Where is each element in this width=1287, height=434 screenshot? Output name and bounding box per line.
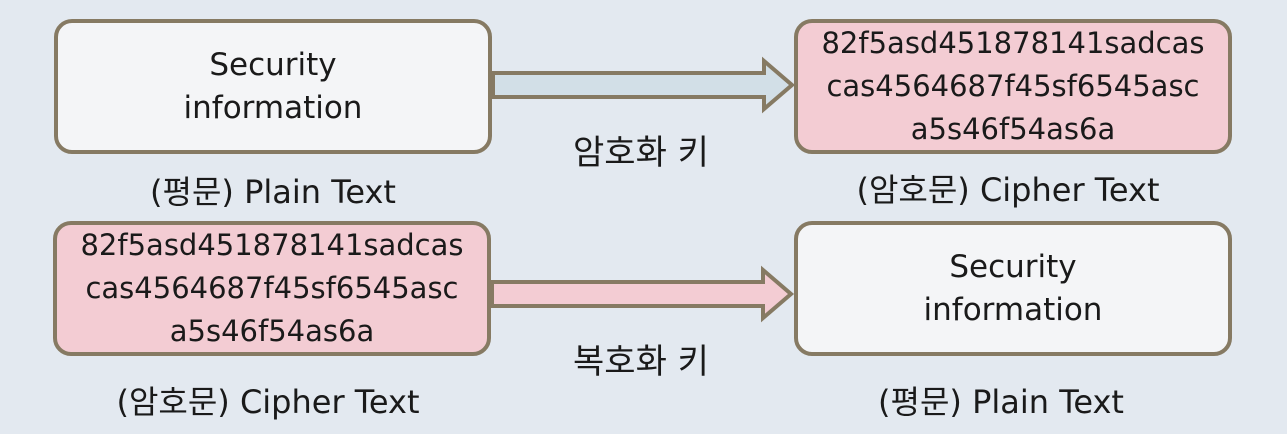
ciphertext-line: 82f5asd451878141sadcas — [80, 228, 464, 262]
plaintext-line: information — [183, 89, 363, 126]
ciphertext-caption-top: (암호문) Cipher Text — [856, 171, 1160, 209]
ciphertext-line: cas4564687f45sf6545asc — [826, 69, 1200, 103]
ciphertext-line: cas4564687f45sf6545asc — [85, 271, 459, 305]
encrypt-arrow — [491, 56, 796, 114]
ciphertext-caption-bottom: (암호문) Cipher Text — [116, 383, 420, 421]
ciphertext-box-top: 82f5asd451878141sadcas cas4564687f45sf65… — [794, 19, 1232, 154]
decrypt-arrow — [490, 265, 795, 323]
ciphertext-box-bottom: 82f5asd451878141sadcas cas4564687f45sf65… — [53, 221, 491, 356]
ciphertext-line: a5s46f54as6a — [169, 314, 375, 348]
plaintext-caption-bottom: (평문) Plain Text — [878, 383, 1124, 421]
plaintext-box-bottom: Security information — [794, 221, 1232, 356]
plaintext-line: Security — [209, 46, 337, 83]
decryption-key-label: 복호화 키 — [573, 342, 709, 382]
encryption-key-label: 암호화 키 — [573, 133, 709, 173]
plaintext-box-top: Security information — [54, 19, 492, 154]
plaintext-caption-top: (평문) Plain Text — [150, 173, 396, 211]
plaintext-line: information — [923, 291, 1103, 328]
ciphertext-line: 82f5asd451878141sadcas — [821, 26, 1205, 60]
decrypt-arrow-shape — [490, 265, 795, 323]
ciphertext-line: a5s46f54as6a — [910, 112, 1116, 146]
encrypt-arrow-shape — [491, 56, 796, 114]
plaintext-line: Security — [949, 248, 1077, 285]
